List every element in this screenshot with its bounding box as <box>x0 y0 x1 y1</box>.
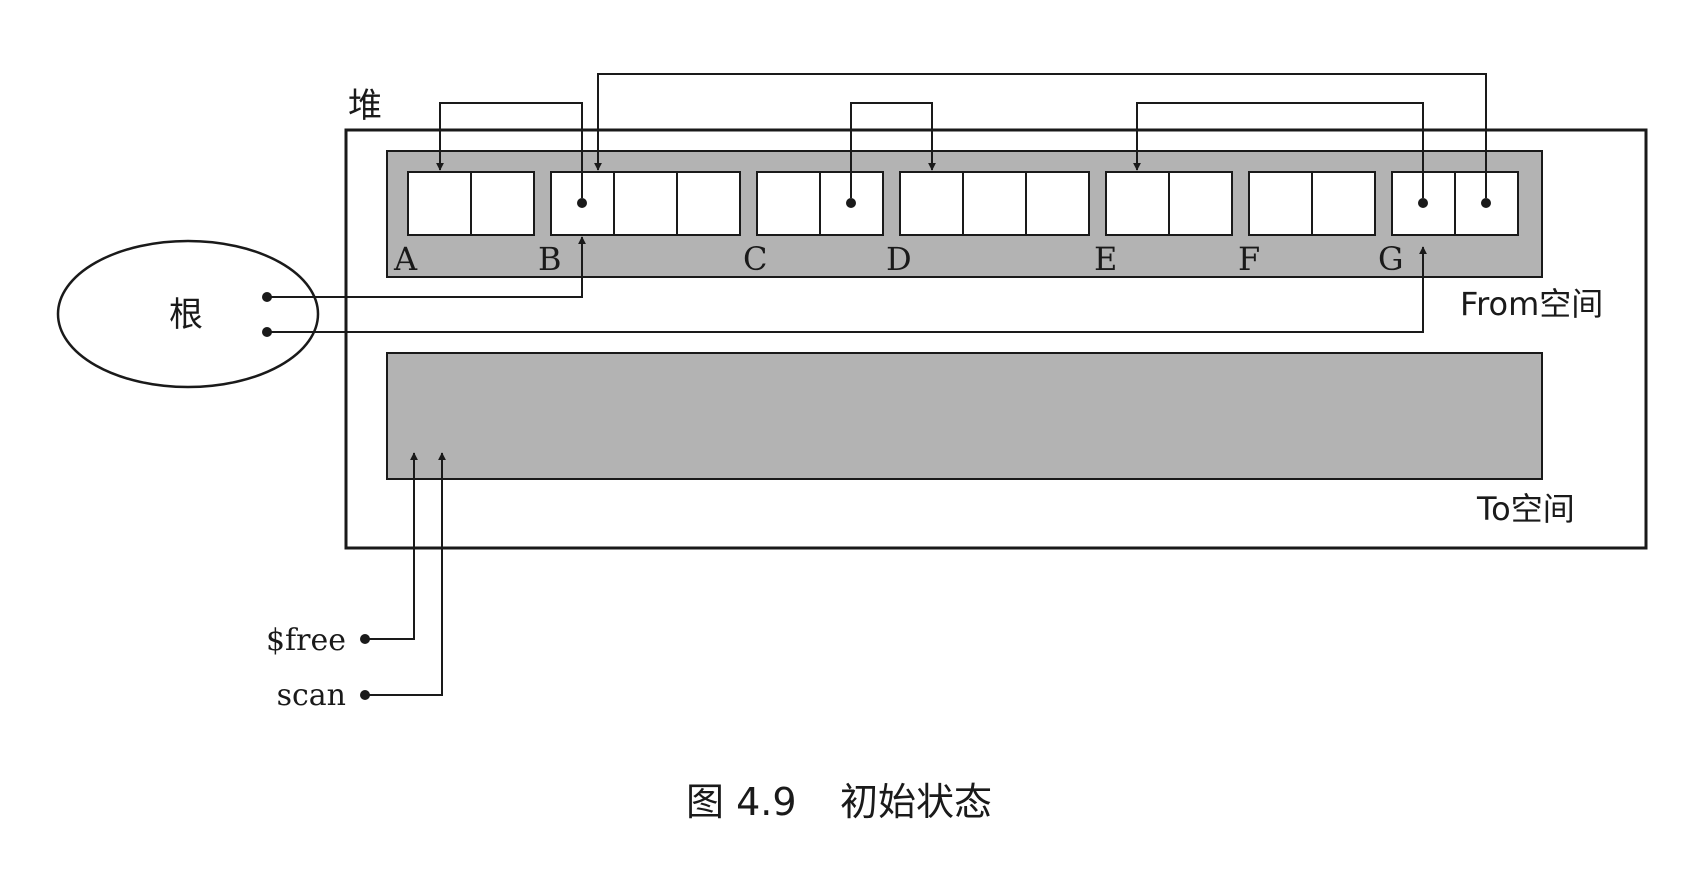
object-g-label: G <box>1378 240 1404 278</box>
from-space-label: From空间 <box>1460 285 1603 323</box>
object-f-cell-2 <box>1311 171 1376 236</box>
object-b-cell-3 <box>676 171 741 236</box>
object-c-label: C <box>743 240 767 278</box>
object-a-cell-2 <box>470 171 535 236</box>
heap-box <box>344 128 1648 550</box>
object-b: B <box>538 171 741 278</box>
object-d-cell-1 <box>899 171 964 236</box>
root-ref-to-b <box>267 236 586 298</box>
pointer-dot-g-2 <box>1481 198 1491 208</box>
scan-pointer-line <box>365 452 446 696</box>
root-ellipse <box>56 239 320 389</box>
figure-number: 图 4.9 <box>686 780 797 824</box>
ref-g-to-b <box>594 73 1487 198</box>
object-b-cell-2 <box>613 171 678 236</box>
object-a: A <box>393 171 535 278</box>
pointer-dot-c <box>846 198 856 208</box>
object-f-cell-1 <box>1248 171 1313 236</box>
object-d: D <box>886 171 1090 278</box>
object-f-label: F <box>1238 240 1260 278</box>
pointer-dot-g-1 <box>1418 198 1428 208</box>
ref-b-to-a <box>436 102 583 198</box>
object-b-label: B <box>538 240 562 278</box>
to-space-label: To空间 <box>1476 490 1575 528</box>
figure-title: 初始状态 <box>840 780 992 824</box>
object-d-cell-3 <box>1025 171 1090 236</box>
object-d-label: D <box>886 240 912 278</box>
scan-pointer-label: scan <box>277 678 346 713</box>
object-d-cell-2 <box>962 171 1027 236</box>
heap-label: 堆 <box>348 86 382 126</box>
object-c-cell-1 <box>756 171 821 236</box>
free-pointer-label: $free <box>266 623 346 658</box>
pointer-dot-b <box>577 198 587 208</box>
object-e-cell-1 <box>1105 171 1170 236</box>
object-e-cell-2 <box>1168 171 1233 236</box>
free-pointer-line <box>365 452 418 640</box>
object-a-cell-1 <box>407 171 472 236</box>
object-a-label: A <box>393 240 418 278</box>
root-label: 根 <box>169 295 203 335</box>
ref-c-to-d <box>850 102 936 198</box>
root-ref-to-g <box>267 246 1427 333</box>
object-e: E <box>1094 171 1233 278</box>
to-space <box>386 352 1543 480</box>
object-e-label: E <box>1094 240 1117 278</box>
ref-g-to-e <box>1133 102 1424 198</box>
object-f: F <box>1238 171 1376 278</box>
